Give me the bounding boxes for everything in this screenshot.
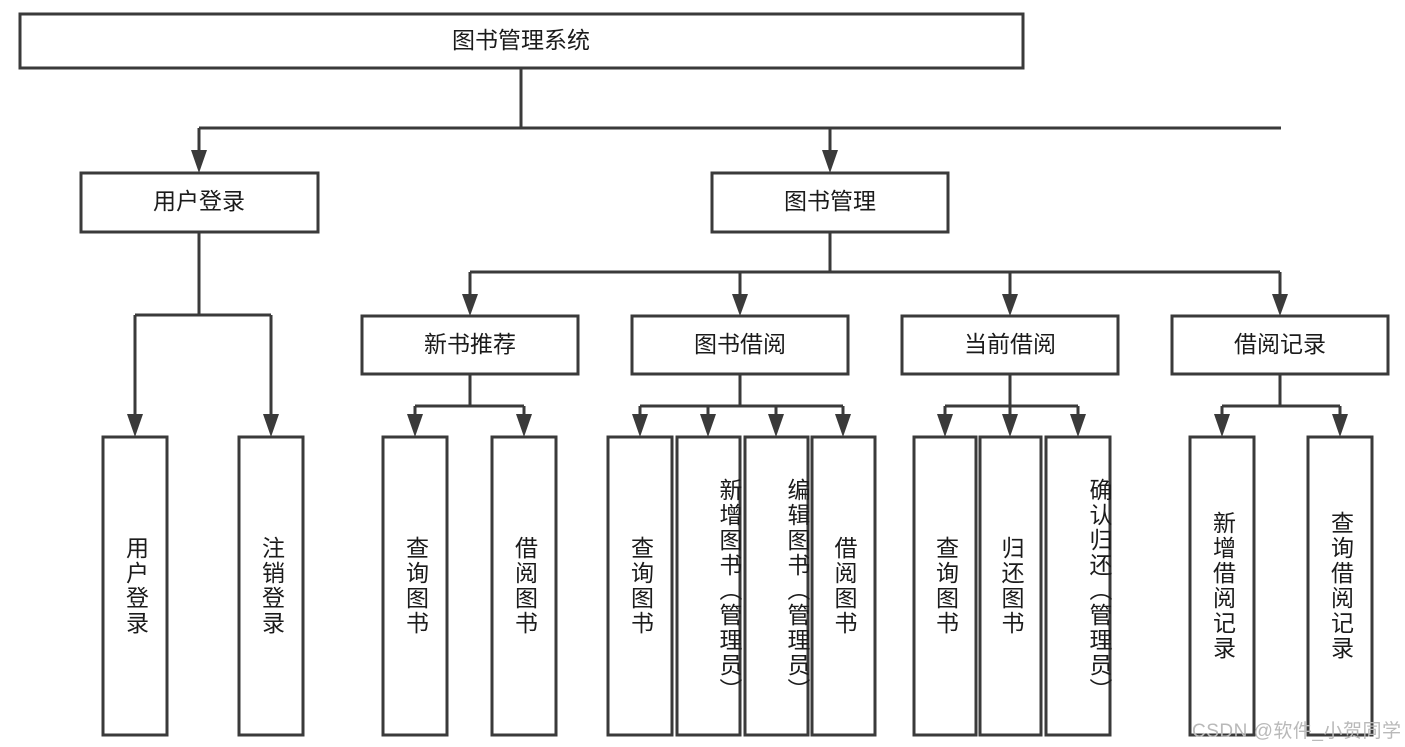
node-leaf-add-borrow-record[interactable] [1188,435,1256,737]
node-leaf-return-book[interactable] [978,435,1043,737]
connector-borrowrecord-to-leaves [1214,374,1348,437]
node-root-system-label: 图书管理系统 [452,27,590,53]
node-leaf-query-book-new[interactable] [381,435,449,737]
node-leaf-edit-book-admin[interactable] [743,435,810,737]
connector-currentborrow-to-leaves [937,374,1086,437]
node-user-login-label: 用户登录 [153,188,245,214]
node-user-login[interactable]: 用户登录 [79,171,320,234]
node-root-system[interactable]: 图书管理系统 [18,12,1025,70]
node-book-borrow[interactable]: 图书借阅 [630,314,850,376]
node-book-management-label: 图书管理 [784,188,876,214]
connector-bookborrow-to-leaves [632,374,851,437]
connector-newbook-to-leaves [407,374,532,437]
node-leaf-add-book-admin[interactable] [675,435,742,737]
node-leaf-borrow-book[interactable] [810,435,877,737]
node-leaf-confirm-return-admin[interactable] [1044,435,1112,737]
csdn-watermark: CSDN @软件_小贺同学 [1192,721,1402,742]
connector-root-to-level1 [191,68,1281,173]
node-borrow-record[interactable]: 借阅记录 [1170,314,1390,376]
node-new-book-recommend[interactable]: 新书推荐 [360,314,580,376]
node-leaf-user-login[interactable] [101,435,169,737]
node-leaf-query-borrow-record[interactable] [1306,435,1374,737]
connector-userlogin-to-leaves [127,232,279,437]
node-leaf-query-book-borrow[interactable] [606,435,674,737]
node-borrow-record-label: 借阅记录 [1234,331,1326,357]
node-leaf-query-book-current[interactable] [912,435,978,737]
node-current-borrow-label: 当前借阅 [964,331,1056,357]
node-leaf-borrow-book-new[interactable] [490,435,558,737]
node-book-borrow-label: 图书借阅 [694,331,786,357]
node-new-book-recommend-label: 新书推荐 [424,331,516,357]
connector-bookmgmt-to-level2 [462,232,1288,316]
node-current-borrow[interactable]: 当前借阅 [900,314,1120,376]
node-leaf-logout[interactable] [237,435,305,737]
node-book-management[interactable]: 图书管理 [710,171,950,234]
